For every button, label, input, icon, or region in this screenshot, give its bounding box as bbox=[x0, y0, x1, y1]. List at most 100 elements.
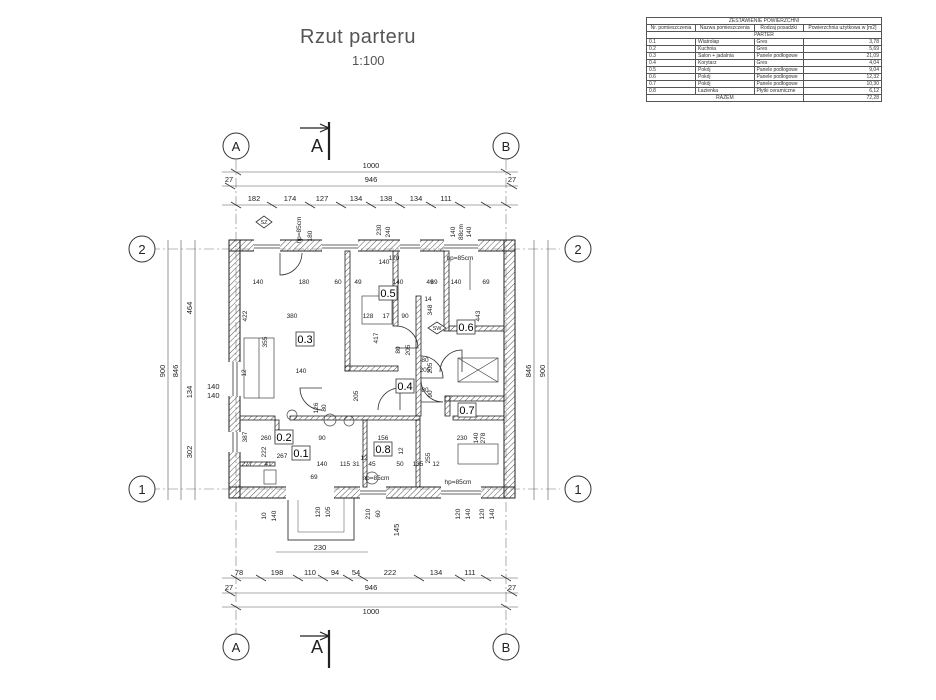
axis-marker bbox=[222, 132, 250, 160]
room-number: 0.6 bbox=[458, 322, 473, 334]
dimension-label: 17 bbox=[382, 313, 390, 320]
dimension-label: 846 bbox=[524, 365, 533, 378]
axis-label: A bbox=[232, 139, 241, 154]
dimension-label: 94 bbox=[331, 568, 339, 577]
dimension-label: 205 bbox=[405, 344, 412, 355]
dimension-label: 126 bbox=[313, 402, 320, 413]
dimension-label: 110 bbox=[304, 568, 316, 577]
dimension-label: 277 bbox=[242, 461, 253, 468]
dimension-label: 10 bbox=[261, 512, 268, 520]
dimension-label: 140 bbox=[207, 382, 220, 391]
dimension-label: 41 bbox=[264, 461, 272, 468]
dimension-label: 12 bbox=[398, 447, 405, 455]
dimension-label: 111 bbox=[440, 194, 451, 203]
dimension-label: 27 bbox=[225, 583, 233, 592]
dimension-label: 88cm bbox=[458, 224, 465, 240]
dimension-label: 140 bbox=[317, 461, 328, 468]
dimension-label: 156 bbox=[378, 435, 389, 442]
dimension-label: 174 bbox=[284, 194, 297, 203]
dimension-label: 127 bbox=[316, 194, 329, 203]
dimension-label: 120 bbox=[479, 508, 486, 519]
dimension-label: 134 bbox=[350, 194, 363, 203]
dimension-label: 140 bbox=[473, 432, 480, 443]
axis-label: 2 bbox=[574, 242, 581, 257]
axis-label: 1 bbox=[138, 482, 145, 497]
axis-label: 1 bbox=[574, 482, 581, 497]
dimension-label: 230 bbox=[376, 224, 383, 235]
dimension-label: 138 bbox=[380, 194, 393, 203]
room-number: 0.7 bbox=[459, 405, 474, 417]
dimension-label: 1000 bbox=[363, 161, 380, 170]
axis-label: 2 bbox=[138, 242, 145, 257]
dimension-label: 348 bbox=[427, 304, 434, 315]
dimension-label: 80 bbox=[321, 404, 328, 412]
dimension-label: 846 bbox=[171, 365, 180, 378]
dimension-label: 105 bbox=[325, 506, 332, 517]
plan-title: Rzut parteru bbox=[300, 26, 417, 48]
dimension-label: 900 bbox=[158, 365, 167, 378]
room-number: 0.3 bbox=[297, 334, 312, 346]
room-number-box bbox=[274, 429, 294, 445]
plan-scale: 1:100 bbox=[352, 53, 385, 68]
dimension-label: 422 bbox=[242, 310, 249, 321]
room-number-box bbox=[291, 445, 311, 461]
dimension-label: 946 bbox=[365, 583, 378, 592]
dimension-label: 140 bbox=[450, 226, 457, 237]
room-number-box bbox=[295, 331, 315, 347]
dimension-label: 140 bbox=[489, 508, 496, 519]
room-number: 0.5 bbox=[380, 288, 395, 300]
dimension-label: 50 bbox=[396, 461, 404, 468]
room-number: 0.8 bbox=[375, 444, 390, 456]
dimension-label: 120 bbox=[389, 255, 400, 262]
axis-marker bbox=[492, 132, 520, 160]
room-number: 0.2 bbox=[276, 432, 291, 444]
dimension-label: 14 bbox=[424, 296, 432, 303]
dimension-label: 140 bbox=[271, 510, 278, 521]
axis-marker bbox=[128, 475, 156, 503]
dimension-label: 205 bbox=[420, 367, 431, 374]
dimension-label: 946 bbox=[365, 175, 378, 184]
dimension-label: 27 bbox=[508, 175, 516, 184]
dimension-label: 69 bbox=[482, 279, 490, 286]
dimension-label: 417 bbox=[373, 332, 380, 343]
dimension-label: 267 bbox=[277, 453, 288, 460]
room-number: 0.1 bbox=[293, 448, 308, 460]
dimension-label: 90 bbox=[318, 435, 326, 442]
dimension-label: 134 bbox=[410, 194, 423, 203]
dimension-label: 134 bbox=[185, 386, 194, 399]
dimension-label: 12 bbox=[360, 455, 368, 462]
dimension-label: 115 bbox=[340, 461, 351, 468]
axis-marker bbox=[222, 633, 250, 661]
axis-marker bbox=[564, 475, 592, 503]
axis-marker bbox=[564, 235, 592, 263]
dimension-label: 443 bbox=[475, 310, 482, 321]
dimension-label: 140 bbox=[296, 368, 307, 375]
dimension-label: 255 bbox=[425, 452, 432, 463]
axis-marker bbox=[492, 633, 520, 661]
axis-marker bbox=[128, 235, 156, 263]
dimension-label: 120 bbox=[455, 508, 462, 519]
dimension-label: 210 bbox=[365, 508, 372, 519]
room-number-box bbox=[373, 441, 393, 457]
dimension-label: 140 bbox=[253, 279, 264, 286]
dimension-label: 49 bbox=[354, 279, 362, 286]
room-number-box bbox=[456, 319, 476, 335]
dimension-label: 140 bbox=[393, 279, 404, 286]
dimension-label: 1000 bbox=[363, 607, 380, 616]
dimension-label: 111 bbox=[464, 568, 475, 577]
dimension-label: 230 bbox=[457, 435, 468, 442]
dimension-label: 140 bbox=[466, 226, 473, 237]
dimension-label: 12 bbox=[241, 369, 248, 377]
dimension-label: 80 bbox=[421, 387, 429, 394]
dimension-label: 900 bbox=[538, 365, 547, 378]
dimension-label: 198 bbox=[271, 568, 284, 577]
dimension-label: 302 bbox=[185, 446, 194, 459]
dimension-label: 230 bbox=[314, 543, 327, 552]
dimension-label: 134 bbox=[430, 568, 443, 577]
axis-label: B bbox=[502, 640, 511, 655]
dimension-label: 80 bbox=[421, 357, 429, 364]
dimension-label: 27 bbox=[225, 175, 233, 184]
